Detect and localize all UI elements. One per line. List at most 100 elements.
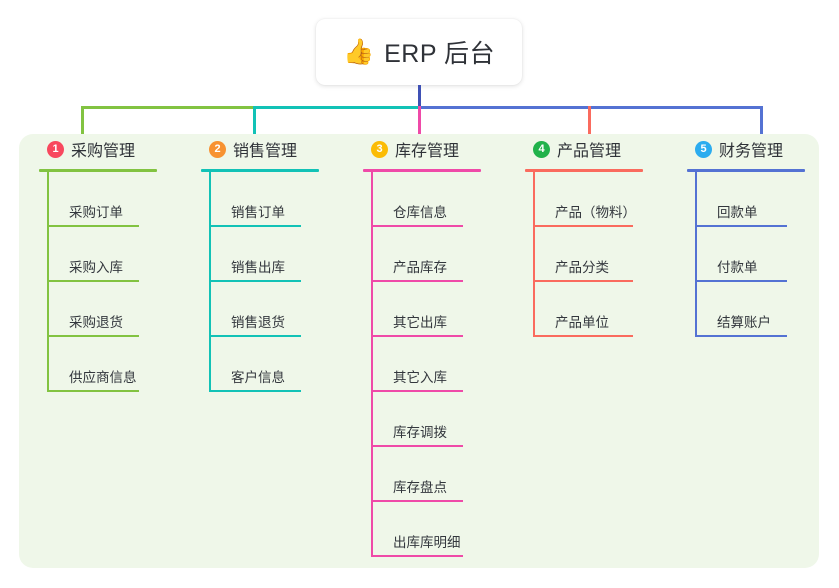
module-header-5[interactable]: 5 财务管理 xyxy=(687,134,805,164)
module-item[interactable]: 付款单 xyxy=(687,227,805,282)
module-title: 销售管理 xyxy=(233,143,298,160)
module-item-label: 采购入库 xyxy=(69,260,123,275)
module-item[interactable]: 销售出库 xyxy=(201,227,319,282)
modules-panel: 1 采购管理采购订单采购入库采购退货供应商信息 2 销售管理销售订单销售出库销售退货客… xyxy=(19,134,819,568)
module-spine xyxy=(47,172,49,392)
module-item[interactable]: 其它出库 xyxy=(363,282,481,337)
module-item-label: 客户信息 xyxy=(231,370,285,385)
module-item-rule xyxy=(371,280,463,282)
module-header-rule xyxy=(39,169,157,172)
module-badge-4: 4 xyxy=(533,140,550,158)
module-item[interactable]: 回款单 xyxy=(687,172,805,227)
module-item-rule xyxy=(695,335,787,337)
module-header-3[interactable]: 3 库存管理 xyxy=(363,134,481,164)
module-items-5: 回款单付款单结算账户 xyxy=(687,172,805,337)
module-title: 采购管理 xyxy=(71,143,136,160)
module-item[interactable]: 采购退货 xyxy=(39,282,157,337)
module-column-2: 2 销售管理销售订单销售出库销售退货客户信息 xyxy=(201,134,319,392)
module-item-label: 付款单 xyxy=(717,260,758,275)
module-item-rule xyxy=(47,280,139,282)
module-item[interactable]: 库存调拨 xyxy=(363,392,481,447)
module-item-rule xyxy=(695,280,787,282)
module-item[interactable]: 出库库明细 xyxy=(363,502,481,557)
module-item-rule xyxy=(371,500,463,502)
module-items-4: 产品（物料） 产品分类产品单位 xyxy=(525,172,643,337)
module-badge-3: 3 xyxy=(371,140,388,158)
module-item-rule xyxy=(209,280,301,282)
module-item[interactable]: 采购入库 xyxy=(39,227,157,282)
module-column-5: 5 财务管理回款单付款单结算账户 xyxy=(687,134,805,337)
module-item-rule xyxy=(47,335,139,337)
module-item-label: 采购退货 xyxy=(69,315,123,330)
module-item-rule xyxy=(209,225,301,227)
module-item-label: 其它出库 xyxy=(393,315,447,330)
module-item[interactable]: 销售退货 xyxy=(201,282,319,337)
module-item[interactable]: 结算账户 xyxy=(687,282,805,337)
module-items-3: 仓库信息产品库存其它出库其它入库库存调拨库存盘点出库库明细 xyxy=(363,172,481,557)
module-title: 库存管理 xyxy=(395,143,460,160)
connector-drop-3 xyxy=(418,106,421,143)
module-spine xyxy=(533,172,535,337)
module-item[interactable]: 采购订单 xyxy=(39,172,157,227)
module-item[interactable]: 客户信息 xyxy=(201,337,319,392)
module-item-label: 其它入库 xyxy=(393,370,447,385)
module-item[interactable]: 产品库存 xyxy=(363,227,481,282)
module-title: 财务管理 xyxy=(719,143,784,160)
module-items-1: 采购订单采购入库采购退货供应商信息 xyxy=(39,172,157,392)
module-item-rule xyxy=(371,390,463,392)
module-header-2[interactable]: 2 销售管理 xyxy=(201,134,319,164)
module-item-rule xyxy=(533,335,633,337)
module-item-label: 产品单位 xyxy=(555,315,609,330)
module-item[interactable]: 其它入库 xyxy=(363,337,481,392)
module-item-rule xyxy=(371,555,463,557)
module-column-3: 3 库存管理仓库信息产品库存其它出库其它入库库存调拨库存盘点出库库明细 xyxy=(363,134,481,557)
module-item-label: 产品分类 xyxy=(555,260,609,275)
module-item-rule xyxy=(371,445,463,447)
root-node-title: ERP 后台 xyxy=(384,40,496,68)
module-spine xyxy=(371,172,373,557)
module-item-rule xyxy=(371,225,463,227)
module-spine xyxy=(695,172,697,337)
module-item-label: 回款单 xyxy=(717,205,758,220)
module-item[interactable]: 库存盘点 xyxy=(363,447,481,502)
module-item-label: 产品（物料） xyxy=(555,205,636,220)
module-header-1[interactable]: 1 采购管理 xyxy=(39,134,157,164)
root-node-erp-backend[interactable]: 👍 ERP 后台 xyxy=(316,19,522,85)
module-item-rule xyxy=(695,225,787,227)
module-item-label: 采购订单 xyxy=(69,205,123,220)
module-spine xyxy=(209,172,211,392)
module-header-rule xyxy=(201,169,319,172)
connector-bus-segment-1 xyxy=(81,106,253,109)
module-header-rule xyxy=(687,169,805,172)
module-item-label: 销售出库 xyxy=(231,260,285,275)
module-items-2: 销售订单销售出库销售退货客户信息 xyxy=(201,172,319,392)
module-item[interactable]: 销售订单 xyxy=(201,172,319,227)
module-item[interactable]: 产品分类 xyxy=(525,227,643,282)
connector-drop-5 xyxy=(760,106,763,143)
connector-bus-segment-2 xyxy=(253,106,418,109)
module-item[interactable]: 供应商信息 xyxy=(39,337,157,392)
connector-trunk xyxy=(418,85,421,109)
module-item[interactable]: 产品（物料） xyxy=(525,172,643,227)
module-item-rule xyxy=(47,225,139,227)
module-item[interactable]: 仓库信息 xyxy=(363,172,481,227)
module-badge-5: 5 xyxy=(695,140,712,158)
thumbs-up-icon: 👍 xyxy=(342,37,375,66)
module-item-rule xyxy=(371,335,463,337)
module-item-label: 结算账户 xyxy=(717,315,771,330)
module-item[interactable]: 产品单位 xyxy=(525,282,643,337)
module-item-label: 产品库存 xyxy=(393,260,447,275)
module-column-1: 1 采购管理采购订单采购入库采购退货供应商信息 xyxy=(39,134,157,392)
module-item-label: 销售订单 xyxy=(231,205,285,220)
module-item-label: 销售退货 xyxy=(231,315,285,330)
module-badge-2: 2 xyxy=(209,140,226,158)
module-item-rule xyxy=(533,225,633,227)
module-badge-1: 1 xyxy=(47,140,64,158)
module-item-rule xyxy=(209,335,301,337)
module-item-rule xyxy=(209,390,301,392)
module-item-label: 出库库明细 xyxy=(393,535,461,550)
module-header-rule xyxy=(525,169,643,172)
